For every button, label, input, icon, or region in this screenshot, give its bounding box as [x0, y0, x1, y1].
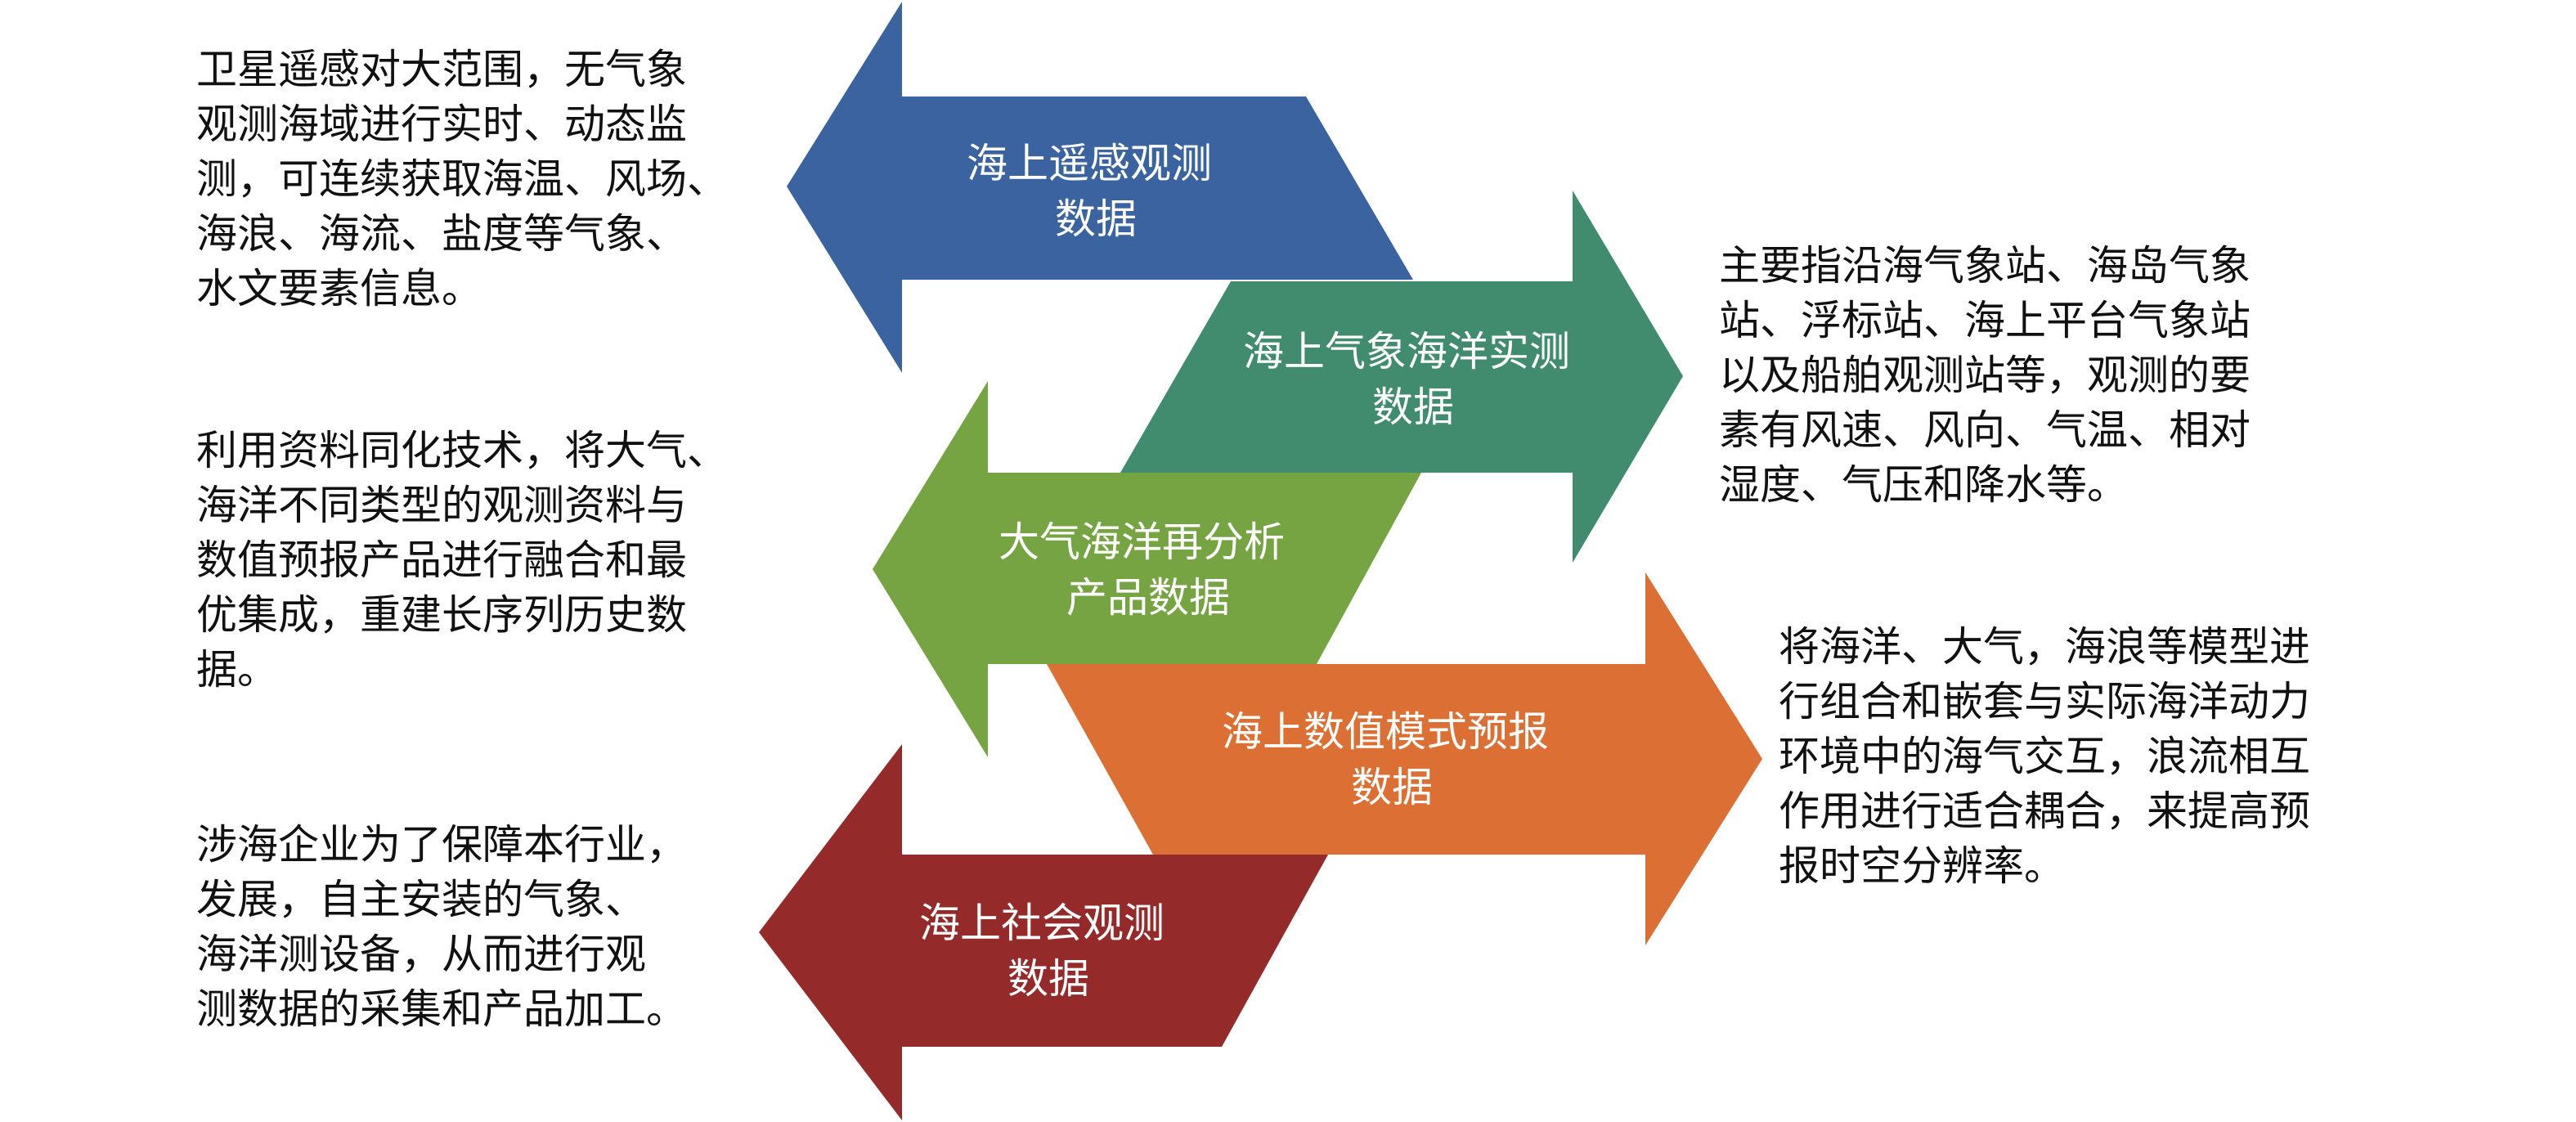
arrow-label-line: 产品数据 [1066, 574, 1230, 622]
arrow-label-insitu: 海上气象海洋实测 数据 [1243, 328, 1583, 431]
arrow-insitu [1120, 191, 1683, 563]
description-remote-sensing: 卫星遥感对大范围，无气象 观测海域进行实时、动态监 测，可连续获取海温、风场、 … [196, 46, 728, 312]
description-social-observation: 涉海企业为了保障本行业， 发展，自主安装的气象、 海洋测设备，从而进行观 测数据… [196, 821, 687, 1033]
arrow-label-line: 数据 [1372, 384, 1454, 431]
arrow-label-reanal: 大气海洋再分析 产品数据 [999, 518, 1298, 622]
description-reanalysis: 利用资料同化技术，将大气、 海洋不同类型的观测资料与 数值预报产品进行融合和最 … [196, 427, 728, 693]
arrow-remote [787, 2, 1413, 373]
arrow-label-line: 海上数值模式预报 [1222, 708, 1549, 756]
arrow-label-line: 大气海洋再分析 [999, 518, 1285, 566]
arrow-label-line: 海上社会观测 [919, 900, 1165, 947]
arrow-model [1047, 572, 1762, 945]
description-model-forecast: 将海洋、大气，海浪等模型进 行组合和嵌套与实际海洋动力 环境中的海气交互，浪流相… [1779, 623, 2310, 890]
arrow-social [759, 744, 1328, 1120]
arrow-label-model: 海上数值模式预报 数据 [1222, 708, 1562, 811]
description-in-situ: 主要指沿海气象站、海岛气象 站、浮标站、海上平台气象站 以及船舶观测站等，观测的… [1719, 242, 2251, 509]
arrow-label-line: 海上遥感观测 [967, 140, 1212, 187]
arrow-label-line: 数据 [1008, 955, 1089, 1003]
arrow-label-remote: 海上遥感观测 数据 [967, 140, 1225, 243]
arrow-label-social: 海上社会观测 数据 [919, 900, 1178, 1003]
arrow-label-line: 数据 [1351, 764, 1433, 811]
arrow-label-line: 数据 [1055, 195, 1137, 243]
arrow-label-line: 海上气象海洋实测 [1243, 328, 1570, 375]
arrow-reanal [873, 381, 1421, 757]
